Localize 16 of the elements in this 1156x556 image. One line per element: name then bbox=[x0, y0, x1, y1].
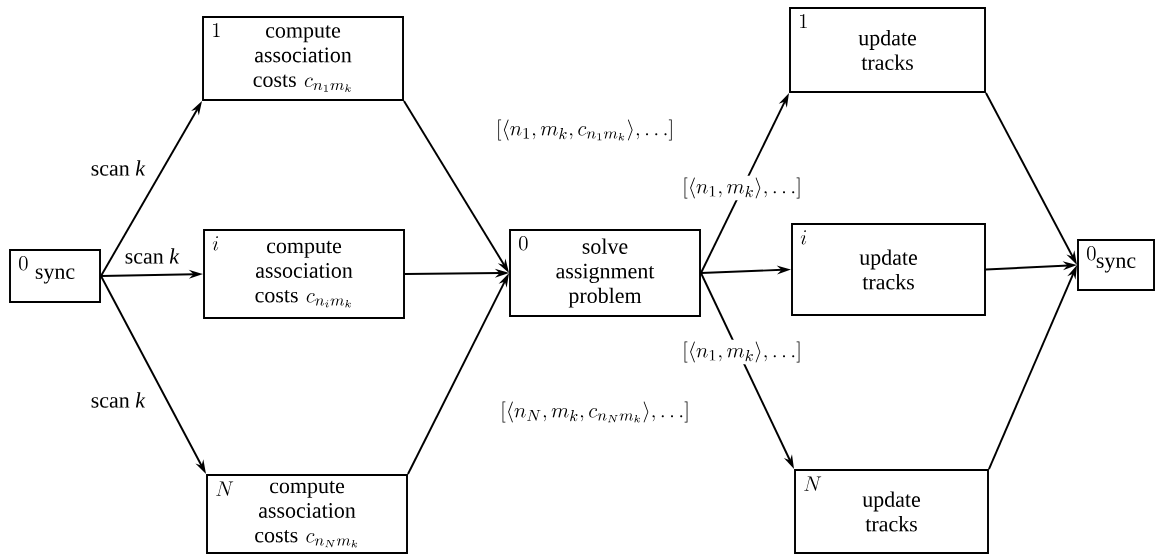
process-box: update tracks $i$ bbox=[791, 223, 986, 316]
edge-label: $[\langle n_1, m_k, c_{n_1 m_k}\rangle, \ldots]$ bbox=[494, 117, 676, 143]
process-box: compute association costs $c_{n_1 m_k}$ $1$ bbox=[202, 16, 404, 101]
process-box: compute association costs $c_{n_N m_k}$ $N$ bbox=[206, 474, 408, 554]
edge-label: scan k bbox=[88, 158, 148, 178]
edge-label: scan k bbox=[88, 390, 148, 410]
edge-label: $[\langle n_1, m_k\rangle, \ldots]$ bbox=[680, 339, 804, 365]
edge-label: scan k bbox=[122, 246, 182, 266]
edge-label: $[\langle n_N, m_k, c_{n_N m_k}\rangle, \ldots]$ bbox=[498, 399, 692, 425]
process-box: update tracks $1$ bbox=[789, 7, 986, 93]
process-box: solve assignment problem $0$ bbox=[509, 229, 701, 317]
process-box: compute association costs $c_{n_i m_k}$ $i$ bbox=[203, 229, 405, 319]
sync-box: sync $0$ bbox=[9, 249, 101, 303]
sync-box: sync $0$ bbox=[1077, 239, 1155, 291]
edge-label: $[\langle n_1, m_k\rangle, \ldots]$ bbox=[680, 175, 804, 201]
process-box: update tracks $N$ bbox=[794, 469, 989, 554]
